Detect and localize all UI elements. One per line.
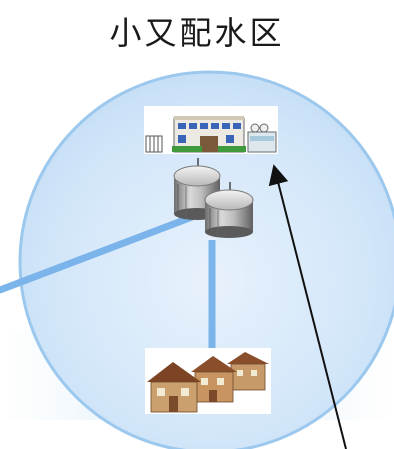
distribution-area-circle [18,70,394,449]
pointer-arrow [268,164,347,449]
area-title: 小又配水区 [109,14,285,52]
water-tanks-icon [173,158,254,238]
outgoing-pipe [0,213,196,294]
water-treatment-plant-icon [144,106,278,154]
houses-icon [145,348,271,414]
